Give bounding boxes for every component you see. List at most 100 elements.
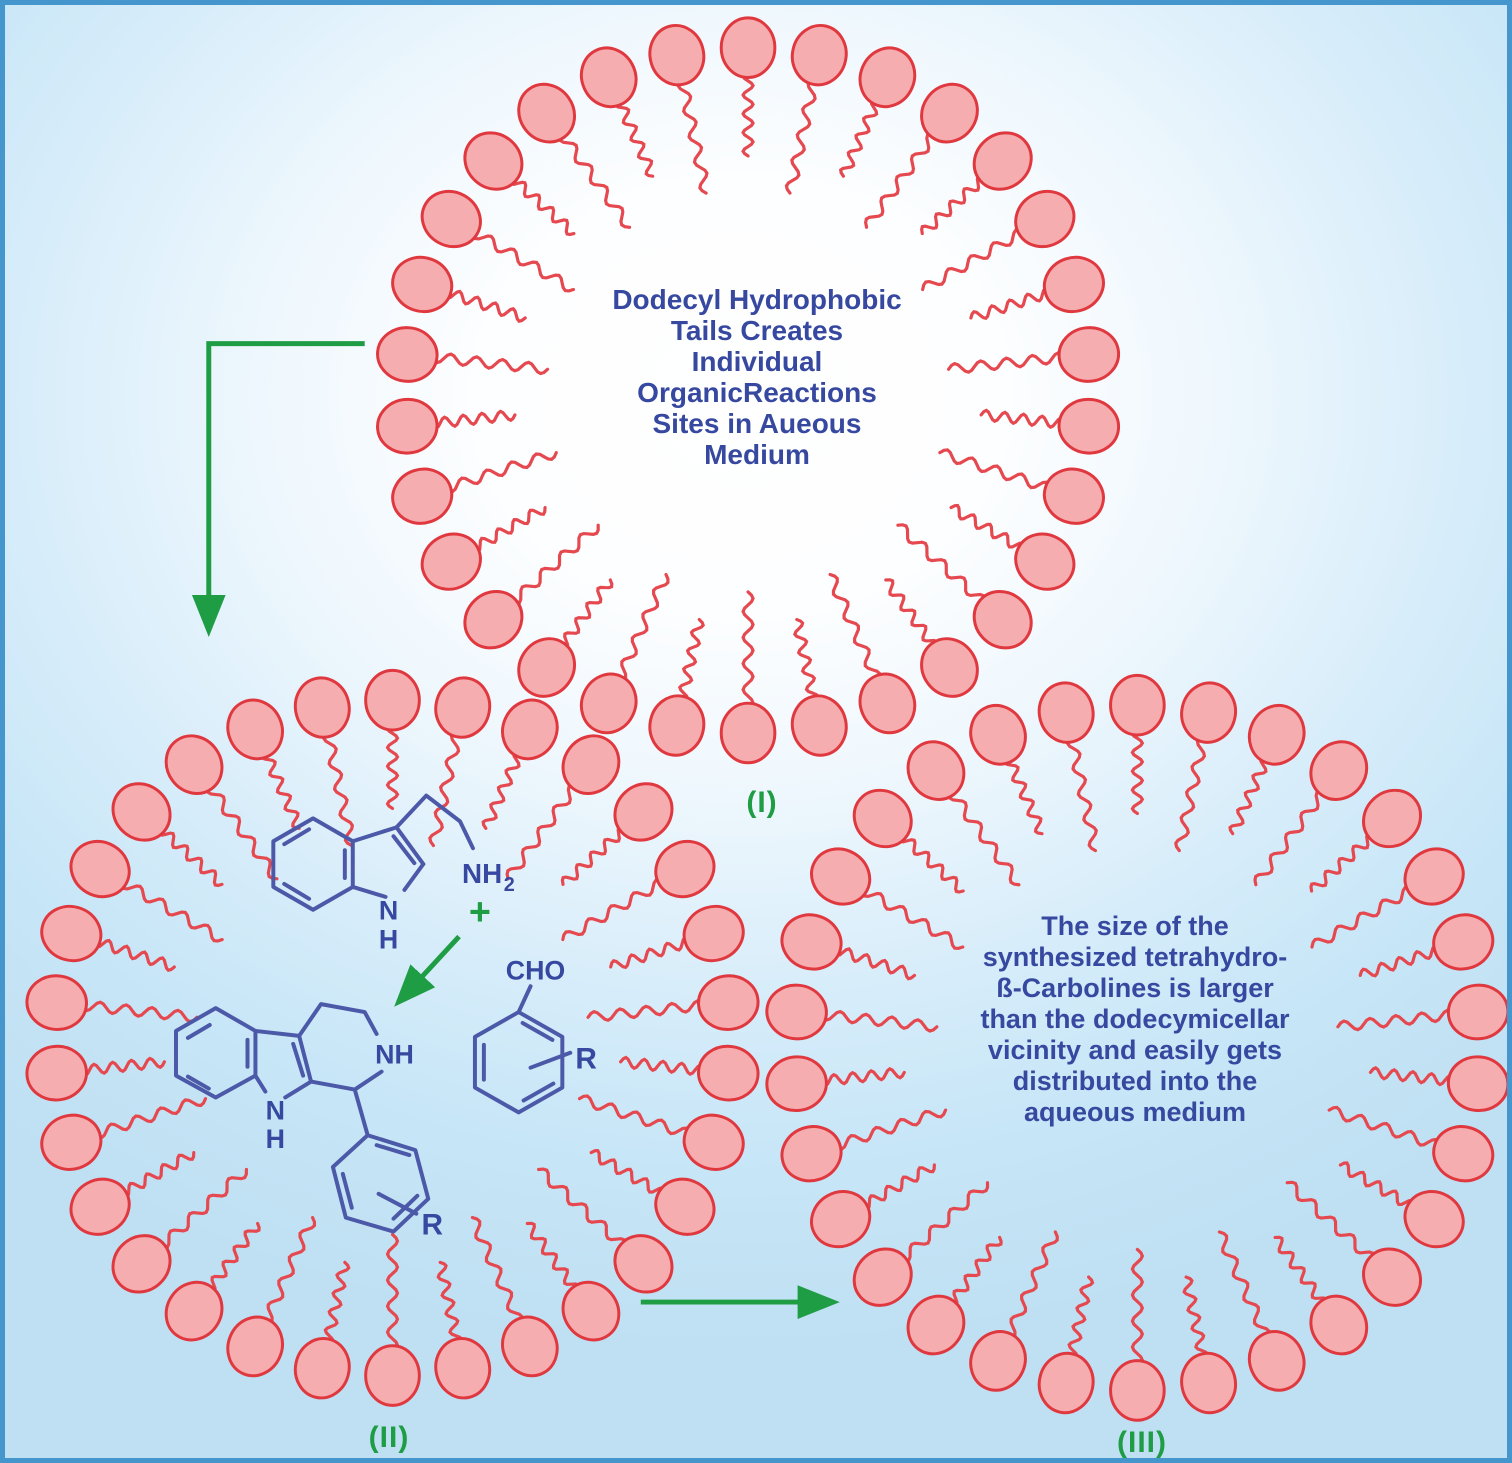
surfactant-tail xyxy=(619,1055,707,1076)
micelle-II xyxy=(25,668,760,1407)
indole-nh-hydrogen-label: H xyxy=(379,925,398,955)
surfactant-head xyxy=(1446,983,1507,1041)
caption-line: aqueous medium xyxy=(1023,1097,1247,1127)
surfactant-tail xyxy=(828,572,882,684)
amine-subscript: 2 xyxy=(504,874,515,896)
surfactant-tail xyxy=(832,947,917,981)
surfactant-tail xyxy=(832,1108,948,1151)
surfactant-tail xyxy=(818,1067,906,1088)
surfactant-tail xyxy=(119,1151,196,1199)
surfactant-head xyxy=(164,1280,224,1342)
caption-line: Medium xyxy=(704,439,810,470)
surfactant-head xyxy=(1180,681,1238,744)
surfactant-tail xyxy=(938,448,1053,491)
surfactant-tail xyxy=(586,999,707,1022)
amine-label: NH xyxy=(462,858,502,889)
surfactant-tail xyxy=(818,1009,939,1033)
surfactant-head xyxy=(1037,681,1095,744)
surfactant-tail xyxy=(323,1260,351,1347)
surfactant-tail xyxy=(1273,1235,1328,1308)
surfactant-tail xyxy=(525,1221,581,1294)
surfactant-tail xyxy=(509,523,600,606)
surfactant-head xyxy=(226,698,284,761)
caption-line: synthesized tetrahydro- xyxy=(982,942,1288,972)
caption-line: Tails Creates xyxy=(670,315,844,346)
surfactant-tail xyxy=(898,832,965,894)
surfactant-head xyxy=(1037,1351,1095,1415)
surfactant-head xyxy=(1109,673,1166,737)
aldehyde-group-label: CHO xyxy=(506,955,566,985)
surfactant-tail xyxy=(558,130,632,229)
surfactant-head xyxy=(164,734,224,795)
surfactant-tail xyxy=(1182,1275,1210,1362)
surfactant-head xyxy=(810,1190,872,1249)
surfactant-tail xyxy=(1006,1230,1059,1341)
surfactant-tail xyxy=(78,1056,166,1077)
surfactant-head xyxy=(1403,1190,1465,1249)
surfactant-tail xyxy=(1336,1008,1456,1032)
surfactant-tail xyxy=(157,826,224,888)
surfactant-tail xyxy=(864,130,938,229)
indole-nitrogen-label: N xyxy=(379,896,398,926)
surfactant-tail xyxy=(561,877,666,942)
surfactant-tail xyxy=(1228,755,1269,836)
surfactant-head xyxy=(858,46,917,109)
surfactant-head xyxy=(376,326,439,383)
micelle2-label: (II) xyxy=(368,1421,410,1454)
surfactant-head xyxy=(364,668,421,732)
surfactant-head xyxy=(906,1294,966,1356)
surfactant-head xyxy=(852,788,913,849)
surfactant-tail xyxy=(949,503,1026,552)
micelle1-caption: Dodecyl Hydrophobic Tails Creates Indivi… xyxy=(557,284,957,470)
caption-line: than the dodecymicellar xyxy=(980,1004,1290,1034)
surfactant-head xyxy=(654,839,716,899)
surfactant-head xyxy=(1362,788,1423,849)
surfactant-tail xyxy=(385,1232,400,1354)
surfactant-tail xyxy=(676,76,709,195)
surfactant-head xyxy=(69,839,131,899)
caption-line: ß-Carbolines is larger xyxy=(996,973,1274,1003)
surfactant-head xyxy=(972,131,1033,191)
micelle-II-heads xyxy=(25,668,760,1407)
benzaldehyde-structure: CHO R xyxy=(472,955,597,1115)
surfactant-head xyxy=(790,694,848,757)
surfactant-tail xyxy=(896,523,987,606)
arrow-layer xyxy=(191,341,840,1319)
micelle-III-heads xyxy=(765,673,1507,1422)
surfactant-head xyxy=(25,1044,88,1102)
surfactant-tail xyxy=(443,289,527,324)
surfactant-tail xyxy=(921,227,1026,292)
surfactant-head xyxy=(765,983,828,1041)
surfactant-tail xyxy=(263,1215,317,1327)
surfactant-tail xyxy=(784,76,817,195)
surfactant-head xyxy=(111,1234,172,1294)
surfactant-head xyxy=(697,1044,760,1102)
surfactant-tail xyxy=(859,886,965,951)
carboline-structure: N H NH R xyxy=(174,1002,443,1242)
arrow-micelle1-to-micelle2 xyxy=(191,341,365,638)
surfactant-tail xyxy=(505,782,579,881)
surfactant-head xyxy=(920,82,979,144)
surfactant-tail xyxy=(1285,1180,1376,1263)
surfactant-head xyxy=(40,1113,103,1171)
micelle-layer xyxy=(25,16,1507,1422)
surfactant-head xyxy=(517,637,577,698)
surfactant-tail xyxy=(948,1235,1003,1308)
surfactant-tail xyxy=(1217,1230,1271,1341)
surfactant-head xyxy=(682,1113,745,1171)
surfactant-tail xyxy=(119,879,224,943)
surfactant-head xyxy=(391,255,454,314)
surfactant-tail xyxy=(839,97,880,178)
surfactant-tail xyxy=(559,578,614,651)
surfactant-tail xyxy=(1130,727,1145,816)
surfactant-head xyxy=(648,23,706,87)
caption-line: OrganicReactions xyxy=(637,377,877,408)
surfactant-head xyxy=(920,637,979,698)
caption-line: distributed into the xyxy=(1012,1066,1258,1096)
surfactant-tail xyxy=(322,729,355,848)
surfactant-tail xyxy=(947,788,1021,887)
surfactant-tail xyxy=(470,505,547,554)
surfactant-tail xyxy=(508,175,576,237)
surfactant-tail xyxy=(677,617,705,704)
